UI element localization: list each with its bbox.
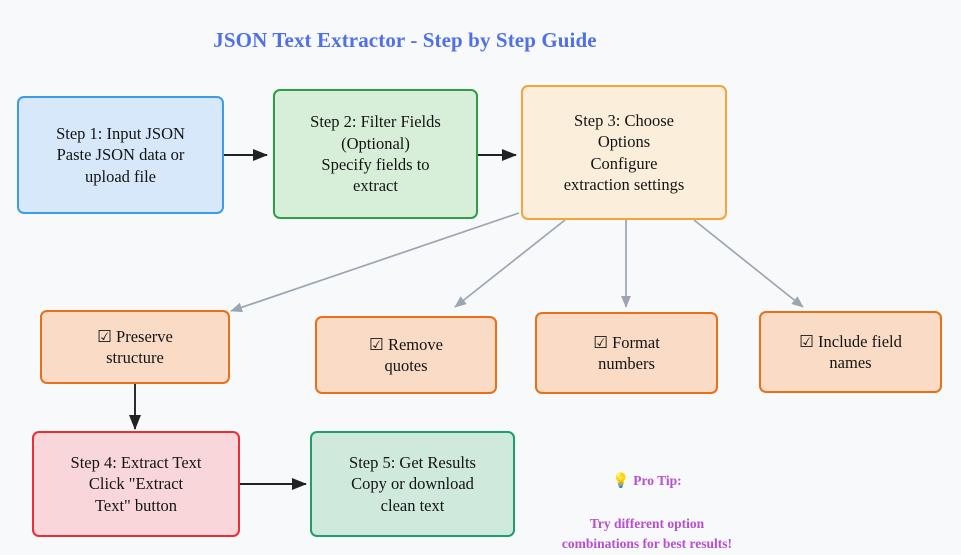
node-step3[interactable]: Step 3: Choose Options Configure extract… xyxy=(521,85,727,220)
node-step5[interactable]: Step 5: Get Results Copy or download cle… xyxy=(310,431,515,537)
light-bulb-icon: 💡 xyxy=(612,473,630,489)
node-option-include-field-names[interactable]: ☑ Include field names xyxy=(759,311,942,393)
edge-step3-quotes xyxy=(454,219,566,308)
pro-tip-heading: Pro Tip: xyxy=(633,472,682,488)
pro-tip-body: Try different option combinations for be… xyxy=(561,515,733,552)
node-step3-label: Step 3: Choose Options Configure extract… xyxy=(563,110,685,194)
node-step2[interactable]: Step 2: Filter Fields (Optional) Specify… xyxy=(273,89,478,219)
page-title: JSON Text Extractor - Step by Step Guide xyxy=(213,28,597,52)
pro-tip-heading-row: 💡 Pro Tip: xyxy=(536,471,758,493)
edge-step3-preserve xyxy=(230,212,520,313)
node-option-format-numbers[interactable]: ☑ Format numbers xyxy=(535,312,718,394)
node-step2-label: Step 2: Filter Fields (Optional) Specify… xyxy=(310,112,441,196)
node-option-preserve-structure-label: ☑ Preserve structure xyxy=(97,326,173,367)
node-step1[interactable]: Step 1: Input JSON Paste JSON data or up… xyxy=(17,96,224,214)
node-option-remove-quotes[interactable]: ☑ Remove quotes xyxy=(315,316,497,394)
pro-tip: 💡 Pro Tip: Try different option combinat… xyxy=(536,450,758,555)
node-step1-label: Step 1: Input JSON Paste JSON data or up… xyxy=(56,123,185,186)
node-option-include-field-names-label: ☑ Include field names xyxy=(799,331,902,372)
edge-step3-fieldnames xyxy=(693,219,804,308)
node-step5-label: Step 5: Get Results Copy or download cle… xyxy=(349,452,476,515)
node-step4-label: Step 4: Extract Text Click "Extract Text… xyxy=(70,452,202,515)
node-option-preserve-structure[interactable]: ☑ Preserve structure xyxy=(40,310,230,384)
node-step4[interactable]: Step 4: Extract Text Click "Extract Text… xyxy=(32,431,240,537)
node-option-format-numbers-label: ☑ Format numbers xyxy=(593,332,660,373)
node-option-remove-quotes-label: ☑ Remove quotes xyxy=(369,334,443,375)
